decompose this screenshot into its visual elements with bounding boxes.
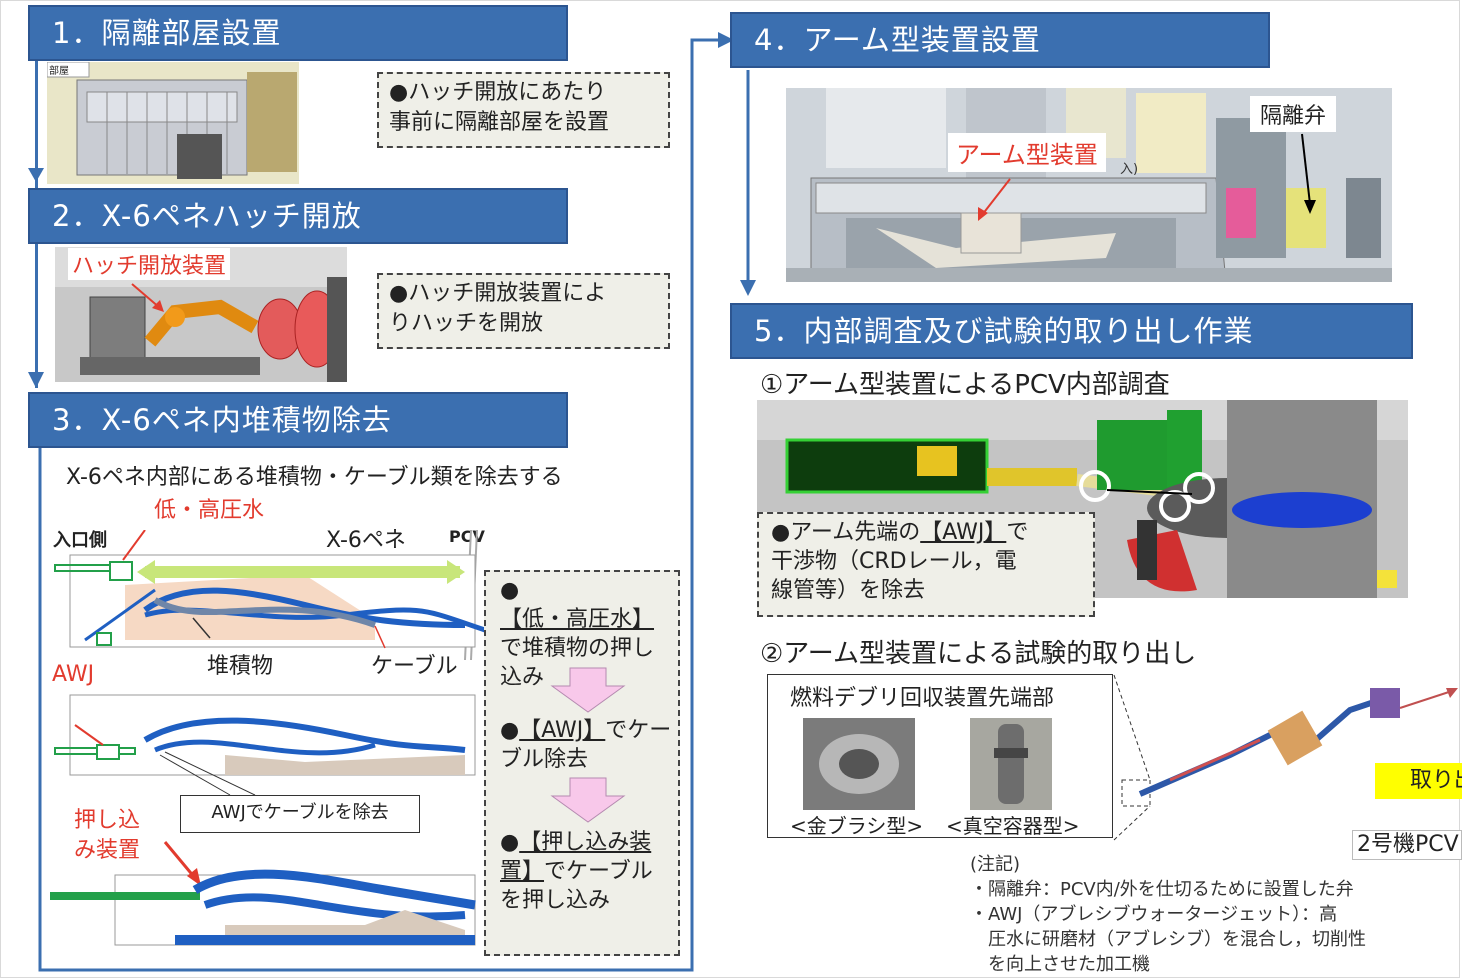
step2-note: ●ハッチ開放装置によ りハッチを開放 (377, 273, 670, 349)
step3-awj-label: AWJ (52, 662, 95, 687)
step3-notes-panel (484, 570, 680, 956)
step3-water-label: 低・高圧水 (154, 498, 265, 523)
step2-pointer-arrow (131, 283, 164, 312)
step3-awj-cable-box: AWJでケーブルを除去 (180, 795, 420, 833)
step1-note: ●ハッチ開放にあたり 事前に隔離部屋を設置 (377, 72, 670, 148)
step4-title: 4．アーム型装置設置 (754, 23, 1041, 57)
step3-title: 3．X-6ペネ内堆積物除去 (52, 403, 392, 437)
step2-header: 2．X-6ペネハッチ開放 (28, 188, 568, 244)
step1-isolation-room-image: 部屋 (47, 62, 299, 184)
step5-note1: ●アーム先端の【AWJ】で 干渉物（CRDレール，電 線管等）を除去 (757, 512, 1095, 617)
step1-title: 1．隔離部屋設置 (52, 16, 282, 50)
step3-diagram (50, 530, 485, 946)
step5-cap-brush: <金ブラシ型> (790, 814, 924, 838)
step3-down-arrow-2 (550, 777, 626, 823)
step3-pene-label: X-6ペネ (326, 528, 406, 553)
step4-arm-pointer (978, 178, 1011, 221)
step5-cap-vacuum: <真空容器型> (946, 814, 1080, 838)
step4-bracket-text: 入) (1120, 162, 1139, 177)
step4-valve-label: 隔離弁 (1250, 96, 1337, 132)
step3-down-arrow-1 (550, 667, 626, 713)
step3-cable-label: ケーブル (371, 654, 458, 679)
step3-pusher-label: 押し込 み装置 (74, 808, 141, 863)
step4-arm-label: アーム型装置 (948, 133, 1106, 172)
step5-arm-sketch (1113, 674, 1458, 841)
step3-subtitle: X-6ペネ内部にある堆積物・ケーブル類を除去する (66, 465, 563, 490)
step3-note-1: ●【低・高圧水】で堆積物の押し込み (500, 578, 655, 690)
step5-sub2: ②アーム型装置による試験的取り出し (760, 639, 1197, 669)
step5-footnote: (注記) ・隔離弁：PCV内/外を仕切るために設置した弁 ・AWJ（アブレシブウ… (970, 854, 1366, 975)
step3-deposit-label: 堆積物 (207, 654, 274, 679)
step5-brush-photo (803, 718, 915, 810)
step3-note-2: ●【AWJ】でケーブル除去 (500, 718, 672, 772)
step4-valve-pointer (1301, 133, 1316, 214)
step1-image-tag: 部屋 (49, 66, 69, 77)
step1-header: 1．隔離部屋設置 (28, 5, 568, 61)
step2-device-label: ハッチ開放装置 (68, 248, 231, 280)
step3-note-3: ●【押し込み装置】でケーブルを押し込み (500, 830, 653, 913)
step2-title: 2．X-6ペネハッチ開放 (52, 199, 362, 233)
step5-vacuum-photo (970, 718, 1052, 810)
step5-title: 5．内部調査及び試験的取り出し作業 (754, 314, 1254, 348)
step5-pcv-survey-image (757, 400, 1408, 598)
step3-entrance-label: 入口側 (53, 530, 107, 551)
step5-header: 5．内部調査及び試験的取り出し作業 (730, 303, 1413, 359)
step5-yellow-tag: 取り出 (1375, 763, 1462, 799)
step5-unit-label: 2号機PCV (1352, 830, 1462, 860)
step5-sub1: ①アーム型装置によるPCV内部調査 (760, 370, 1170, 400)
step4-header: 4．アーム型装置設置 (730, 12, 1270, 68)
step3-header: 3．X-6ペネ内堆積物除去 (28, 392, 568, 448)
step5-box-title: 燃料デブリ回収装置先端部 (790, 686, 1055, 711)
